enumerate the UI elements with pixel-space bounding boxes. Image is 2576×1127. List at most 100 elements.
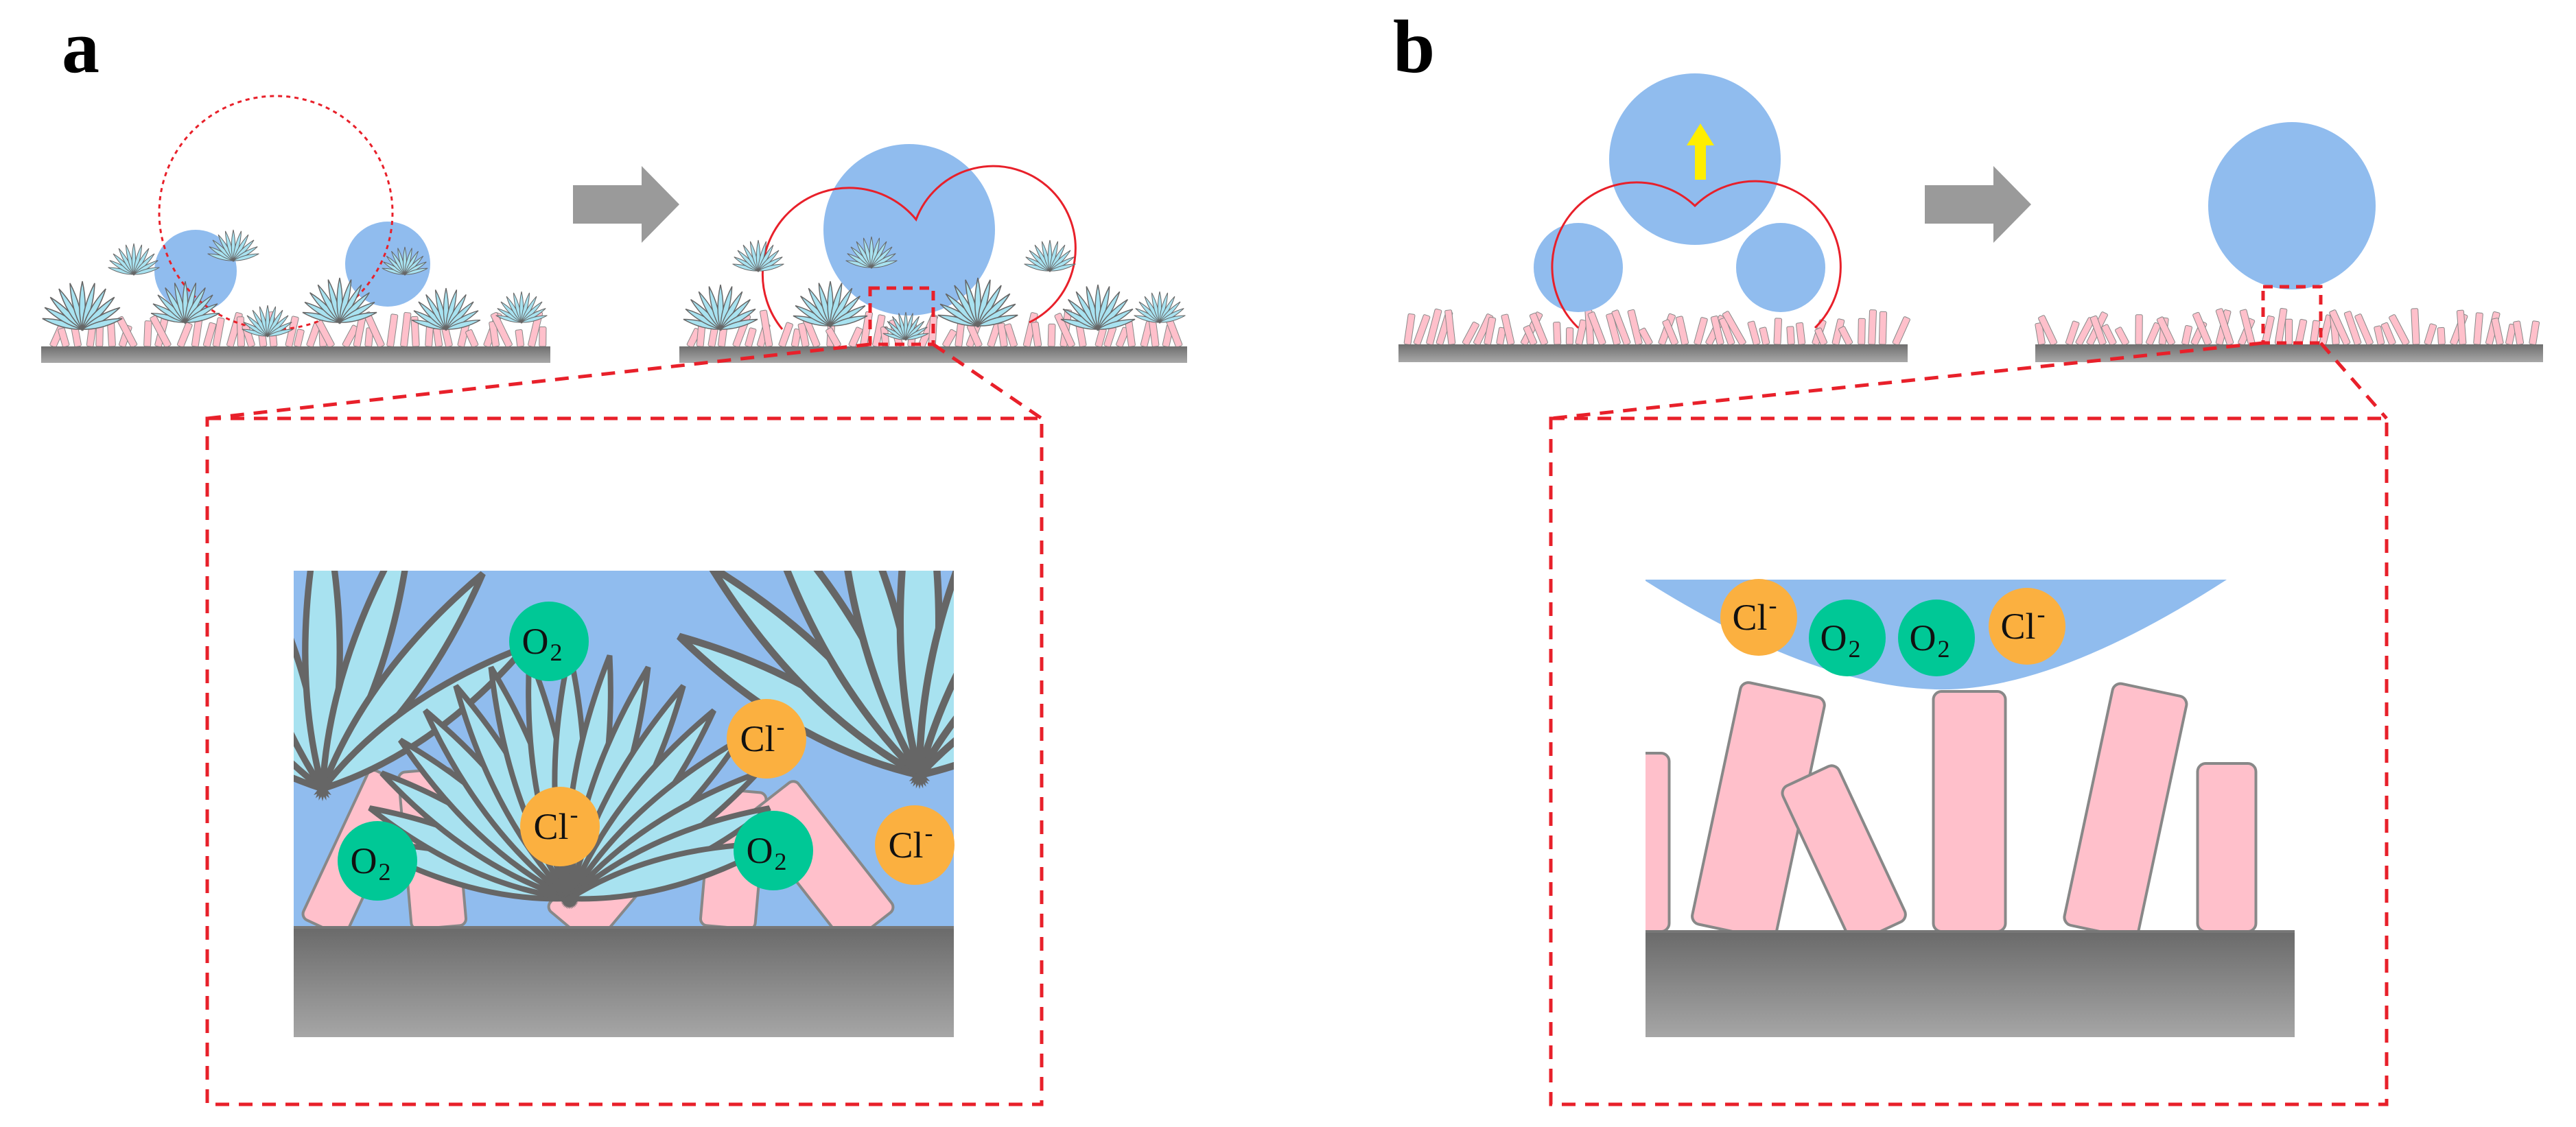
merged-droplet	[823, 144, 995, 316]
leaf-cluster	[150, 281, 220, 324]
nanorod	[1694, 317, 1708, 346]
leaf-cluster	[677, 571, 954, 790]
leaf-cluster	[495, 291, 548, 324]
nanorod	[2437, 327, 2446, 345]
nanorod	[1796, 322, 1806, 345]
zoom-line	[1550, 341, 2264, 420]
substrate	[294, 927, 954, 1037]
leaf-cluster-array	[42, 229, 548, 337]
panel-a-before	[41, 95, 550, 363]
nanorod	[2513, 320, 2525, 346]
nanorod	[1444, 309, 1456, 345]
ion-chloride: Cl-	[875, 805, 955, 885]
ion-oxygen: O2	[1898, 600, 1975, 676]
nanorod	[1403, 313, 1416, 345]
water-droplet	[1534, 223, 1623, 312]
nanorod	[942, 329, 957, 348]
droplet-outline	[1551, 180, 1842, 329]
substrate	[1398, 344, 1908, 362]
leaf-cluster	[42, 281, 123, 332]
zoom-line	[2319, 342, 2388, 420]
leaf-cluster	[382, 246, 428, 276]
leaf-cluster	[294, 571, 528, 802]
nanorod	[1565, 327, 1574, 345]
nanorod	[1878, 311, 1888, 345]
nanorod	[1868, 309, 1877, 345]
process-arrow	[1925, 166, 2031, 243]
zoom-box-a	[205, 416, 1044, 1106]
leaf-cluster	[362, 651, 777, 910]
nanorod	[2063, 682, 2188, 940]
nanorod	[745, 327, 757, 348]
leaf-cluster	[732, 239, 784, 272]
panel-a-zoom	[294, 571, 954, 1037]
leaf-cluster	[411, 287, 481, 331]
panel-a-after	[679, 144, 1187, 363]
nanorod	[1553, 322, 1562, 345]
svg-text:Cl-: Cl-	[740, 713, 784, 759]
nanorod	[2135, 314, 2143, 345]
nanorod	[212, 317, 225, 348]
nanorod	[1892, 316, 1910, 346]
substrate	[1646, 932, 2295, 1037]
nanorod	[1575, 319, 1588, 346]
rod-array	[1403, 308, 1910, 346]
leaf-cluster	[937, 277, 1018, 329]
panel-b-before	[1398, 73, 1910, 362]
leaf-cluster	[302, 277, 377, 324]
ion-oxygen: O2	[1809, 600, 1886, 676]
nanorod	[1031, 321, 1042, 347]
leaf-cluster-array	[683, 236, 1186, 341]
nanorod	[1125, 320, 1136, 347]
nanorod	[1759, 327, 1770, 346]
panel-a-letter: a	[62, 5, 99, 88]
nanorod	[465, 329, 479, 348]
nanorod	[2529, 320, 2540, 345]
leaf-cluster	[207, 229, 259, 262]
nanorod	[1858, 318, 1866, 345]
nanorod	[176, 322, 193, 348]
zoom-line	[207, 342, 871, 420]
substrate	[679, 346, 1187, 363]
panel-b-letter: b	[1393, 5, 1435, 88]
nanorod	[2424, 323, 2437, 346]
leaf-cluster	[882, 311, 929, 341]
nanorod	[2181, 324, 2192, 346]
ion-oxygen: O2	[734, 811, 813, 890]
nanorod	[2115, 327, 2129, 346]
nanorod	[386, 313, 399, 347]
nanorod	[2196, 762, 2258, 933]
nanorod	[400, 311, 412, 347]
nanorod	[433, 327, 443, 347]
nanorod	[1747, 320, 1761, 346]
nanorod	[1932, 690, 2007, 933]
ion-oxygen: O2	[338, 821, 417, 901]
rod-array	[2035, 307, 2540, 346]
leaf-cluster	[1060, 284, 1136, 331]
zoom-box-b	[1549, 416, 2389, 1106]
nanorod	[1781, 764, 1907, 944]
rod-array	[686, 309, 1183, 348]
svg-text:O2: O2	[522, 621, 563, 666]
leaf-cluster	[242, 305, 294, 337]
nanorod	[143, 320, 152, 347]
leaf-cluster	[1134, 291, 1186, 324]
svg-text:O2: O2	[1910, 617, 1950, 663]
nanorod	[1773, 318, 1783, 345]
process-arrow	[573, 166, 679, 243]
nanorod	[1646, 752, 1671, 933]
ion-chloride: Cl-	[1989, 588, 2065, 665]
nanorod	[539, 326, 547, 347]
ion-chloride: Cl-	[520, 787, 600, 866]
up-arrow-icon	[1687, 123, 1714, 180]
nanorod	[1786, 326, 1795, 345]
nanorod	[717, 327, 727, 347]
nanorod	[2473, 312, 2483, 345]
nanorod	[2411, 308, 2420, 345]
leaf-cluster	[793, 281, 868, 328]
leaf-cluster	[1024, 239, 1076, 272]
leaf-cluster	[845, 236, 898, 269]
